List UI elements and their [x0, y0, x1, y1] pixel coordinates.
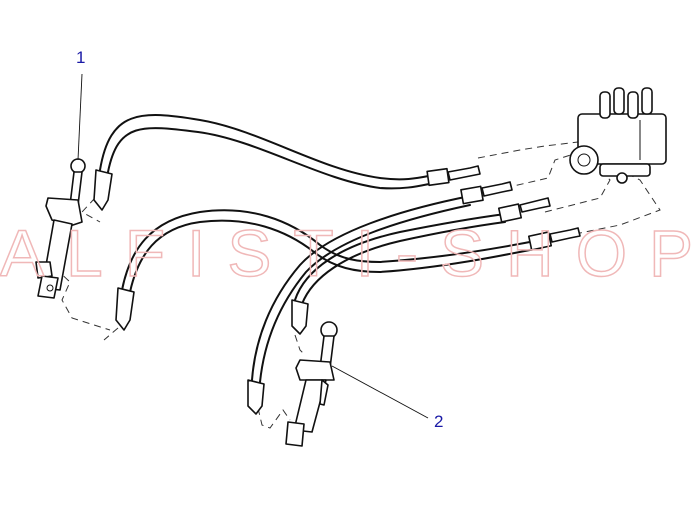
hose-lower-group — [247, 181, 551, 415]
callout-1-leader — [77, 73, 83, 161]
cylinder-1 — [35, 73, 86, 299]
cylinder-2 — [285, 321, 429, 447]
hose-upper — [93, 114, 481, 211]
callout-2-leader — [331, 365, 429, 419]
callout-2-label: 2 — [434, 412, 444, 431]
callout-1-label: 1 — [76, 48, 86, 67]
distribution-block — [569, 87, 667, 184]
hose-middle — [115, 209, 581, 331]
assembly-guide-lines — [54, 141, 661, 429]
